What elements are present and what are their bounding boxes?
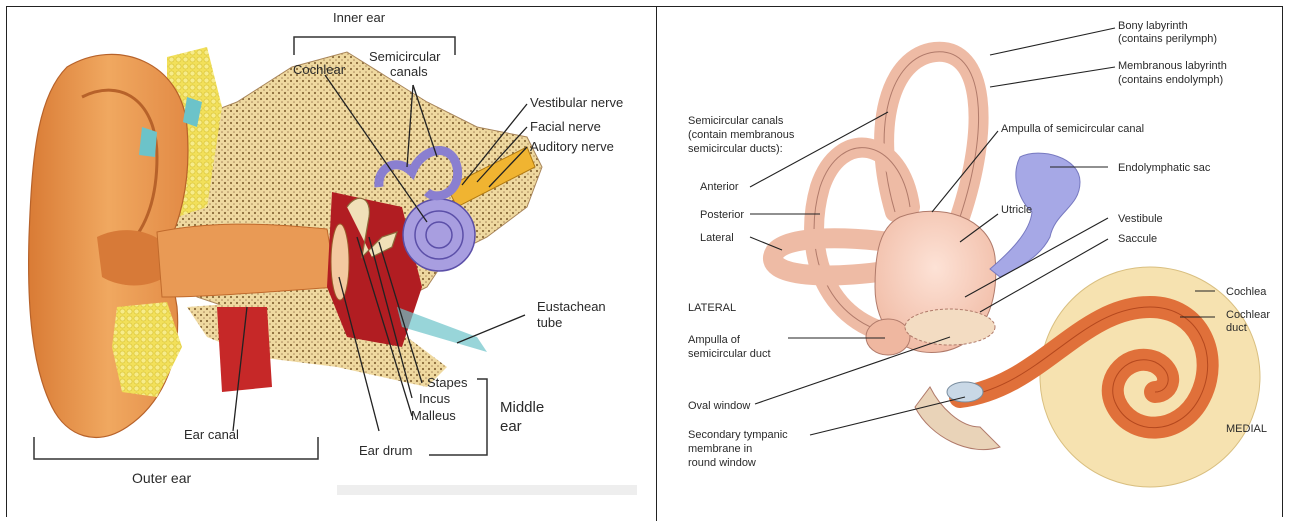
label-lateral-canal: Lateral bbox=[700, 232, 734, 244]
label-semicircular-canals-2: (contain membranous bbox=[688, 129, 795, 141]
right-border bbox=[1282, 6, 1283, 517]
label-stapes: Stapes bbox=[427, 375, 468, 390]
label-secondary-membrane-1: Secondary tympanic bbox=[688, 429, 788, 441]
label-vestibule: Vestibule bbox=[1118, 213, 1163, 225]
label-outer-ear: Outer ear bbox=[132, 470, 191, 486]
label-facial-nerve: Facial nerve bbox=[530, 119, 601, 134]
label-middle-ear-2: ear bbox=[500, 418, 522, 435]
label-eustachean-2: tube bbox=[537, 315, 562, 330]
label-anterior: Anterior bbox=[700, 181, 739, 193]
ear-drum-membrane bbox=[331, 224, 349, 300]
oval-window-shape bbox=[905, 309, 995, 345]
label-ampulla-duct-1: Ampulla of bbox=[688, 334, 741, 346]
label-cochlear-duct-1: Cochlear bbox=[1226, 309, 1270, 321]
ear-anatomy-diagram: Inner ear Cochlear Semicircular canals V… bbox=[7, 7, 657, 512]
label-semicircular-2: canals bbox=[390, 64, 428, 79]
label-eustachean-1: Eustachean bbox=[537, 299, 606, 314]
ampulla-duct-bulge bbox=[866, 319, 910, 355]
label-utricle: Utricle bbox=[1001, 204, 1032, 216]
label-medial-direction: MEDIAL bbox=[1226, 423, 1267, 435]
label-auditory-nerve: Auditory nerve bbox=[530, 139, 614, 154]
label-semicircular-canals-1: Semicircular canals bbox=[688, 115, 784, 127]
ear-canal-shape bbox=[157, 224, 337, 297]
label-cochlear-duct-2: duct bbox=[1226, 322, 1247, 334]
label-cochlear: Cochlear bbox=[293, 62, 346, 77]
label-cochlea: Cochlea bbox=[1226, 286, 1267, 298]
label-secondary-membrane-2: membrane in bbox=[688, 443, 752, 455]
label-lateral-direction: LATERAL bbox=[688, 302, 736, 314]
label-saccule: Saccule bbox=[1118, 233, 1157, 245]
label-inner-ear: Inner ear bbox=[333, 10, 386, 25]
inner-ear-labyrinth-diagram: Bony labyrinth (contains perilymph) Memb… bbox=[660, 7, 1280, 512]
label-semicircular-1: Semicircular bbox=[369, 49, 441, 64]
label-posterior: Posterior bbox=[700, 209, 744, 221]
label-incus: Incus bbox=[419, 391, 451, 406]
cochlea-spiral bbox=[403, 199, 475, 271]
label-bony-labyrinth-2: (contains perilymph) bbox=[1118, 33, 1217, 45]
label-endolymphatic-sac: Endolymphatic sac bbox=[1118, 162, 1211, 174]
muscle bbox=[217, 307, 272, 392]
lobe-fat bbox=[112, 302, 182, 397]
label-ampulla-canal: Ampulla of semicircular canal bbox=[1001, 123, 1144, 135]
label-malleus: Malleus bbox=[411, 408, 456, 423]
label-membranous-labyrinth-2: (contains endolymph) bbox=[1118, 74, 1223, 86]
label-middle-ear-1: Middle bbox=[500, 399, 544, 416]
label-ear-drum: Ear drum bbox=[359, 443, 412, 458]
label-vestibular-nerve: Vestibular nerve bbox=[530, 95, 623, 110]
label-oval-window: Oval window bbox=[688, 400, 750, 412]
label-ampulla-duct-2: semicircular duct bbox=[688, 348, 771, 360]
label-semicircular-canals-3: semicircular ducts): bbox=[688, 143, 783, 155]
label-ear-canal: Ear canal bbox=[184, 427, 239, 442]
label-secondary-membrane-3: round window bbox=[688, 457, 756, 469]
outer-ear-bracket bbox=[34, 437, 318, 459]
label-bony-labyrinth-1: Bony labyrinth bbox=[1118, 20, 1188, 32]
label-membranous-labyrinth-1: Membranous labyrinth bbox=[1118, 60, 1227, 72]
